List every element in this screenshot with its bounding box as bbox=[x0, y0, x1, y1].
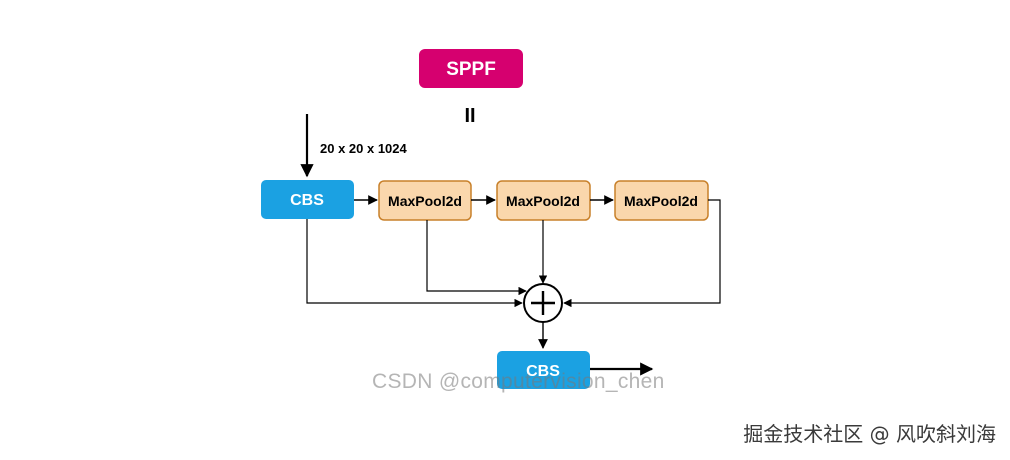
connector-cbs-to-concat bbox=[306, 219, 523, 308]
juejin-watermark: 掘金技术社区 @ 风吹斜刘海 bbox=[743, 422, 996, 446]
maxpool-label-1: MaxPool2d bbox=[388, 193, 462, 209]
sppf-title: SPPF bbox=[446, 59, 496, 80]
cbs-bottom-box: CBS bbox=[497, 351, 590, 389]
concat-plus-icon bbox=[523, 283, 563, 323]
maxpool-label-2: MaxPool2d bbox=[506, 193, 580, 209]
connector-pool3-to-concat bbox=[563, 199, 721, 308]
maxpool-box-3: MaxPool2d bbox=[614, 180, 709, 221]
sppf-title-box: SPPF bbox=[419, 49, 523, 88]
cbs-top-label: CBS bbox=[290, 192, 324, 209]
equals-sign: II bbox=[464, 105, 475, 127]
cbs-top-box: CBS bbox=[261, 180, 354, 219]
maxpool-box-2: MaxPool2d bbox=[496, 180, 591, 221]
csdn-watermark: CSDN @computervision_chen bbox=[372, 370, 665, 393]
maxpool-box-1: MaxPool2d bbox=[378, 180, 472, 221]
maxpool-label-3: MaxPool2d bbox=[624, 193, 698, 209]
cbs-bottom-label: CBS bbox=[526, 363, 560, 380]
connector-pool1-to-concat bbox=[426, 220, 527, 296]
input-shape-label: 20 x 20 x 1024 bbox=[320, 141, 408, 156]
